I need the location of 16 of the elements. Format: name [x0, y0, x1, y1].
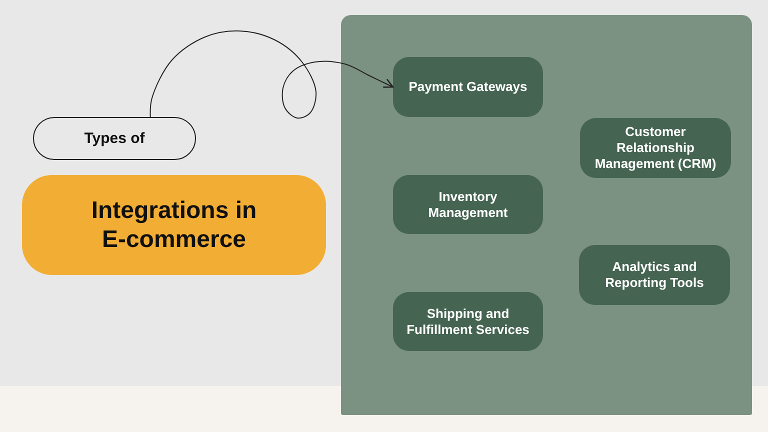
curly-arrow: [150, 30, 394, 119]
integration-label: Analytics and Reporting Tools: [604, 259, 705, 291]
integration-box: [579, 245, 730, 305]
integration-box: [393, 175, 543, 234]
title-box: [22, 175, 326, 275]
integration-box: [580, 118, 731, 178]
integration-box: [393, 57, 543, 117]
subtitle-text: Types of: [84, 130, 145, 148]
integration-label: Customer Relationship Management (CRM): [594, 124, 718, 172]
integration-label: Payment Gateways: [408, 79, 528, 95]
category-panel: [341, 15, 752, 415]
integration-label: Inventory Management: [427, 188, 509, 220]
outlined-pill: [33, 117, 196, 160]
integration-box: [393, 292, 543, 351]
integration-label: Shipping and Fulfillment Services: [406, 306, 530, 338]
title-text: Integrations in E-commerce: [90, 196, 258, 254]
